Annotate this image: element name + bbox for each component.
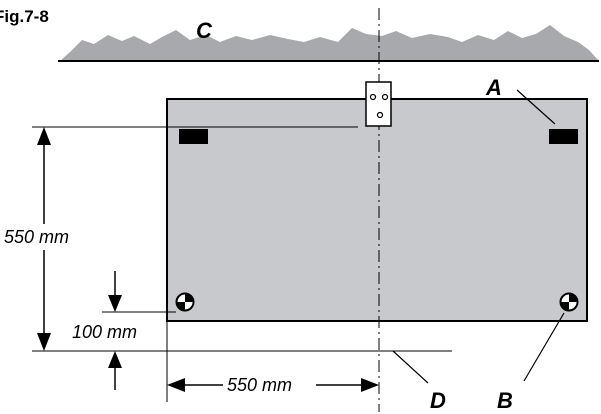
dim-label-550-vertical: 550 mm [4,227,69,247]
figure-title: Fig.7-8 [0,7,49,26]
arrow-up-icon [108,351,122,368]
leveling-foot-icon [175,292,195,312]
arrow-left-icon [167,378,185,392]
mounting-slot-icon [179,129,208,144]
label-a: A [485,75,502,100]
label-c: C [196,18,213,43]
leveling-foot-icon [559,292,579,312]
mounting-slot-icon [549,129,578,144]
leader-d [392,350,429,384]
dim-label-550-horizontal: 550 mm [227,375,292,395]
leader-b [523,312,565,382]
arrow-down-icon [37,333,51,351]
arrow-right-icon [361,378,379,392]
panel [166,98,588,322]
label-b: B [497,388,513,413]
leader-a [516,89,556,125]
dim-label-100: 100 mm [72,322,137,342]
wall-bracket-icon [365,81,392,127]
arrow-up-icon [37,127,51,145]
dim-label-bg [2,224,114,250]
wall-silhouette [60,25,599,61]
label-d: D [430,388,446,413]
arrow-down-icon [108,295,122,312]
